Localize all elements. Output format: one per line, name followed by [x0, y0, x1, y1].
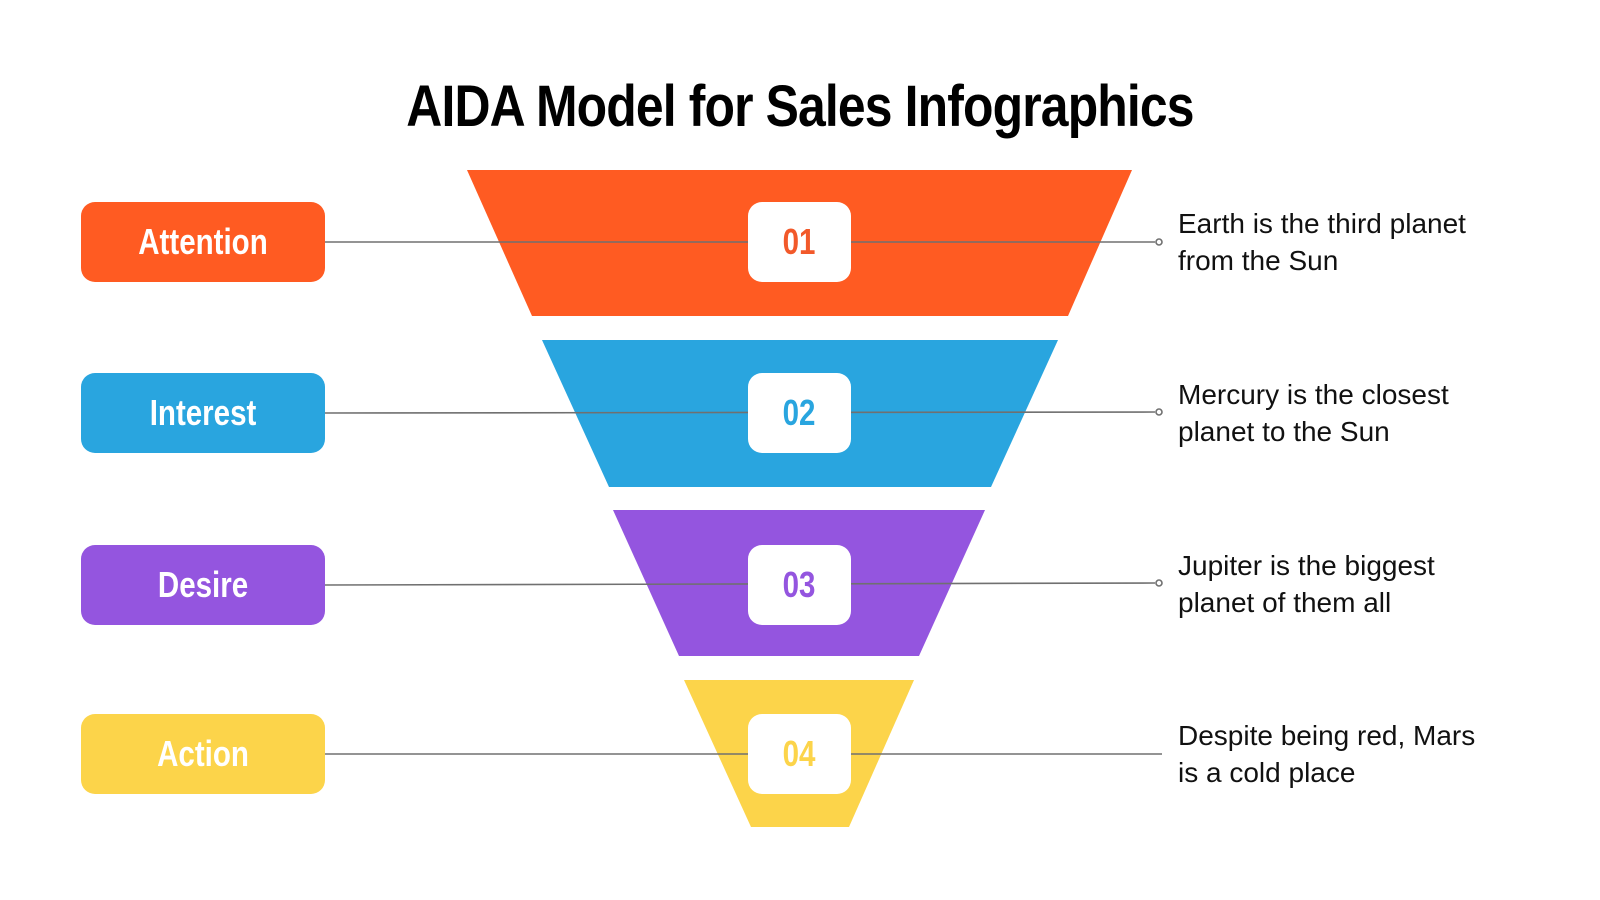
connector-endpoint-1: [1155, 238, 1163, 246]
connector-endpoint-2: [1155, 408, 1163, 416]
stage-number-badge-1: 01: [748, 202, 851, 282]
description-line: Mercury is the closest: [1178, 379, 1449, 410]
description-line: Jupiter is the biggest: [1178, 550, 1435, 581]
stage-label-attention: Attention: [81, 202, 325, 282]
stage-number: 02: [783, 392, 816, 433]
description-line: Earth is the third planet: [1178, 208, 1466, 239]
stage-number: 04: [783, 733, 816, 774]
stage-label-interest: Interest: [81, 373, 325, 453]
description-line: planet of them all: [1178, 587, 1392, 618]
stage-label-desire: Desire: [81, 545, 325, 625]
description-line: from the Sun: [1178, 245, 1339, 276]
stage-label-text: Attention: [138, 221, 268, 262]
stage-number: 01: [783, 221, 816, 262]
stage-description-4: Despite being red, Mars is a cold place: [1178, 717, 1538, 791]
stage-label-action: Action: [81, 714, 325, 794]
connector-line-2: [324, 411, 1156, 414]
stage-number-badge-2: 02: [748, 373, 851, 453]
description-line: is a cold place: [1178, 757, 1356, 788]
stage-label-text: Desire: [157, 564, 249, 605]
stage-description-1: Earth is the third planet from the Sun: [1178, 205, 1538, 279]
connector-endpoint-3: [1155, 579, 1163, 587]
stage-description-2: Mercury is the closest planet to the Sun: [1178, 376, 1538, 450]
stage-number-badge-4: 04: [748, 714, 851, 794]
stage-description-3: Jupiter is the biggest planet of them al…: [1178, 547, 1538, 621]
stage-label-text: Interest: [149, 392, 257, 433]
page-title: AIDA Model for Sales Infographics: [406, 74, 1194, 139]
connector-line-3: [324, 582, 1156, 586]
stage-label-text: Action: [157, 733, 249, 774]
stage-number-badge-3: 03: [748, 545, 851, 625]
description-line: planet to the Sun: [1178, 416, 1390, 447]
description-line: Despite being red, Mars: [1178, 720, 1476, 751]
stage-number: 03: [783, 564, 816, 605]
